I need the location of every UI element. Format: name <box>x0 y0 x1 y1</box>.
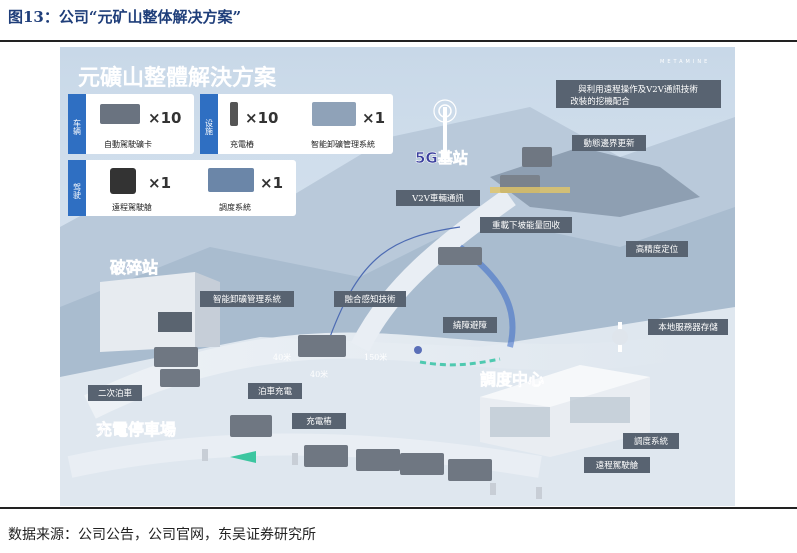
legend-name: 智能卸礦管理系統 <box>311 139 375 149</box>
mining-truck <box>438 247 482 265</box>
callout-regen: 重載下坡能量回收 <box>480 217 572 233</box>
mining-truck <box>160 369 200 387</box>
server-icon <box>612 329 628 345</box>
svg-text:遠程駕駛艙: 遠程駕駛艙 <box>596 460 639 471</box>
charger-post-icon <box>536 487 542 499</box>
legend-count: ×10 <box>245 109 278 127</box>
callout-dynamic-boundary: 動態邊界更新 <box>572 135 646 151</box>
control-center-building: 調度中心 <box>480 365 650 457</box>
svg-text:重載下坡能量回收: 重載下坡能量回收 <box>492 220 561 231</box>
legend-panel-facilities: 设施 ×10 充電樁 ×1 智能卸礦管理系統 <box>200 94 393 154</box>
callout-charger: 充電樁 <box>292 413 346 429</box>
legend-name: 調度系統 <box>219 202 251 212</box>
mining-truck-icon <box>100 104 140 124</box>
callout-dispatch: 調度系統 <box>623 433 679 449</box>
svg-text:充電樁: 充電樁 <box>306 416 332 427</box>
svg-text:泊車充電: 泊車充電 <box>258 386 293 397</box>
callout-park-charge: 泊車充電 <box>248 383 302 399</box>
legend-name: 遠程駕駛艙 <box>112 202 152 212</box>
figure-caption: 图13：公司“元矿山整体解决方案” <box>8 8 242 26</box>
svg-text:二次泊車: 二次泊車 <box>98 388 133 399</box>
tower-icon <box>443 107 447 155</box>
zone-label-control: 調度中心 <box>480 370 544 389</box>
callout-unload-mgmt: 智能卸礦管理系統 <box>200 291 294 307</box>
dispatch-system-icon <box>208 168 254 192</box>
legend-count: ×1 <box>148 174 171 192</box>
crusher-station: 破碎站 <box>100 258 220 352</box>
callout-hd-positioning: 高精度定位 <box>626 241 688 257</box>
svg-text:調度系統: 調度系統 <box>634 436 669 447</box>
legend-count: ×1 <box>260 174 283 192</box>
legend-count: ×1 <box>362 109 385 127</box>
crusher-door <box>158 312 192 332</box>
legend-panel-vehicles: 车辆 ×10 自動駕駛礦卡 <box>68 94 194 154</box>
legend-name: 充電樁 <box>230 139 254 149</box>
unloading-system-icon <box>312 102 356 126</box>
obstacle-marker <box>414 346 422 354</box>
solution-diagram: 元礦山整體解決方案 METAMINE 车辆 ×10 自動駕駛礦卡 设施 ×10 … <box>60 47 735 506</box>
charger-post-icon <box>490 483 496 495</box>
legend-count: ×10 <box>148 109 181 127</box>
control-room-window <box>570 397 630 423</box>
lot-road <box>67 433 542 478</box>
legend-section-label: 设施 <box>205 118 214 136</box>
callout-secondary-parking: 二次泊車 <box>88 385 142 401</box>
control-room-window <box>490 407 550 437</box>
path-arrow <box>419 357 501 367</box>
distance-label: 40米 <box>310 369 328 379</box>
distance-label: 150米 <box>364 352 387 362</box>
scene-title: 元礦山整體解決方案 <box>78 65 277 91</box>
svg-text:與利用遠程操作及V2V通訊技術: 與利用遠程操作及V2V通訊技術 <box>578 84 698 95</box>
callout-v2v: V2V車輛通訊 <box>396 190 480 206</box>
excavator-icon <box>522 147 552 167</box>
mining-truck <box>154 347 198 367</box>
charger-post-icon <box>202 449 208 461</box>
charger-icon <box>230 102 238 126</box>
callout-obstacle: 繞障避障 <box>443 317 497 333</box>
figure-source: 数据来源：公司公告，公司官网，东吴证券研究所 <box>8 527 316 543</box>
distance-label: 40米 <box>273 352 291 362</box>
mining-truck <box>304 445 348 467</box>
callout-local-server: 本地服務器存儲 <box>648 319 728 335</box>
haul-road <box>351 188 516 352</box>
svg-text:高精度定位: 高精度定位 <box>636 244 679 255</box>
main-road <box>84 332 683 419</box>
remote-cockpit-icon <box>110 168 136 194</box>
svg-text:V2V車輛通訊: V2V車輛通訊 <box>411 193 464 204</box>
callout-fusion: 融合感知技術 <box>334 291 406 307</box>
svg-text:動態邊界更新: 動態邊界更新 <box>583 138 635 149</box>
top-rule <box>0 40 797 42</box>
svg-text:繞障避障: 繞障避障 <box>453 320 488 331</box>
svg-text:智能卸礦管理系統: 智能卸礦管理系統 <box>213 294 282 305</box>
zone-label-5g: 5G基站 <box>415 149 468 167</box>
mining-truck <box>230 415 272 437</box>
callout-remote-excavator: 與利用遠程操作及V2V通訊技術 改裝的挖機配合 <box>556 80 721 108</box>
legend-section-label: 驾驶 <box>73 182 82 200</box>
base-station-5g: 5G基站 <box>415 99 468 167</box>
svg-text:改裝的挖機配合: 改裝的挖機配合 <box>570 96 630 107</box>
direction-arrow-icon <box>230 451 256 463</box>
bottom-rule <box>0 507 797 509</box>
zone-label-crusher: 破碎站 <box>110 258 158 277</box>
svg-text:融合感知技術: 融合感知技術 <box>344 294 396 305</box>
legend-panel-driving: 驾驶 ×1 遠程駕駛艙 ×1 調度系統 <box>68 160 296 216</box>
mining-truck <box>298 335 346 357</box>
svg-text:本地服務器存儲: 本地服務器存儲 <box>658 322 718 333</box>
zone-label-charging: 充電停車場 <box>96 420 176 439</box>
boundary-strip <box>490 187 570 193</box>
charger-post-icon <box>292 453 298 465</box>
mining-truck <box>356 449 400 471</box>
v2v-link-line <box>329 226 461 338</box>
mining-truck <box>448 459 492 481</box>
callout-remote-cockpit: 遠程駕駛艙 <box>584 457 650 473</box>
brand-mark: METAMINE <box>660 59 710 65</box>
legend-section-label: 车辆 <box>73 118 82 136</box>
legend-name: 自動駕駛礦卡 <box>104 139 152 149</box>
mining-truck <box>400 453 444 475</box>
